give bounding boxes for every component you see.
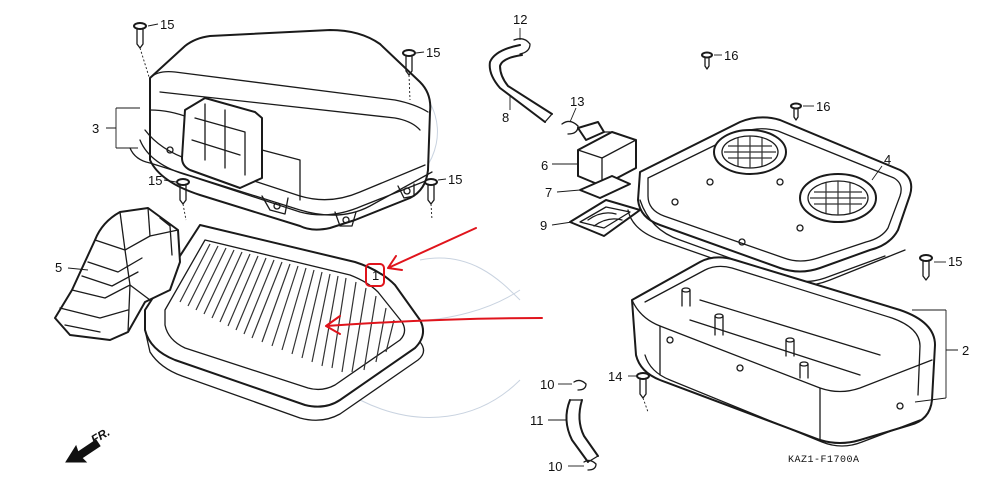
air-duct <box>54 207 181 341</box>
callout-5: 5 <box>55 260 62 275</box>
callout-10-top: 10 <box>540 377 554 392</box>
callout-15-left: 15 <box>148 173 162 188</box>
callout-4: 4 <box>884 152 891 167</box>
callout-14: 14 <box>608 369 622 384</box>
screw-14 <box>636 372 650 399</box>
callout-7: 7 <box>545 185 552 200</box>
screw-15-center-right <box>424 178 438 205</box>
drain-tube <box>565 379 599 471</box>
screw-16-top <box>701 51 713 70</box>
screw-16-lower <box>790 102 802 121</box>
callout-15-right: 15 <box>948 254 962 269</box>
callout-2: 2 <box>962 343 969 358</box>
air-cleaner-cover <box>129 29 433 231</box>
leader-lines <box>67 23 958 467</box>
filter-pleats <box>179 243 395 373</box>
air-cleaner-housing <box>627 116 913 287</box>
callout-1-highlight-box <box>365 263 385 287</box>
air-cleaner-case <box>631 256 936 447</box>
screw-15-left <box>176 178 190 205</box>
callout-16-lower: 16 <box>816 99 830 114</box>
red-arrow-to-filter <box>325 315 543 335</box>
callout-10-bottom: 10 <box>548 459 562 474</box>
callout-13: 13 <box>570 94 584 109</box>
red-annotations <box>325 227 543 335</box>
callout-3: 3 <box>92 121 99 136</box>
screw-15-top <box>133 22 147 49</box>
callout-6: 6 <box>541 158 548 173</box>
red-arrow-to-callout-1 <box>387 227 477 271</box>
callout-8: 8 <box>502 110 509 125</box>
air-filter-element <box>144 224 425 421</box>
left-grille-mesh <box>724 136 776 168</box>
right-grille-mesh <box>810 181 866 215</box>
callout-15-top: 15 <box>160 17 174 32</box>
breather-hose-assembly <box>488 38 641 237</box>
callout-labels: 1 2 3 4 5 6 7 8 9 10 10 11 12 13 14 15 1… <box>55 12 969 474</box>
diagram-reference-code: KAZ1-F1700A <box>788 455 860 466</box>
screw-15-right <box>919 254 933 281</box>
screw-15-upper <box>402 49 416 76</box>
callout-11: 11 <box>530 413 544 428</box>
callout-15-upper: 15 <box>426 45 440 60</box>
callout-12: 12 <box>513 12 527 27</box>
callout-16-top: 16 <box>724 48 738 63</box>
callout-15-center: 15 <box>448 172 462 187</box>
front-arrow-icon <box>65 439 101 463</box>
front-direction-indicator: FR. <box>65 425 112 463</box>
callout-1: 1 <box>372 268 379 283</box>
callout-9: 9 <box>540 218 547 233</box>
